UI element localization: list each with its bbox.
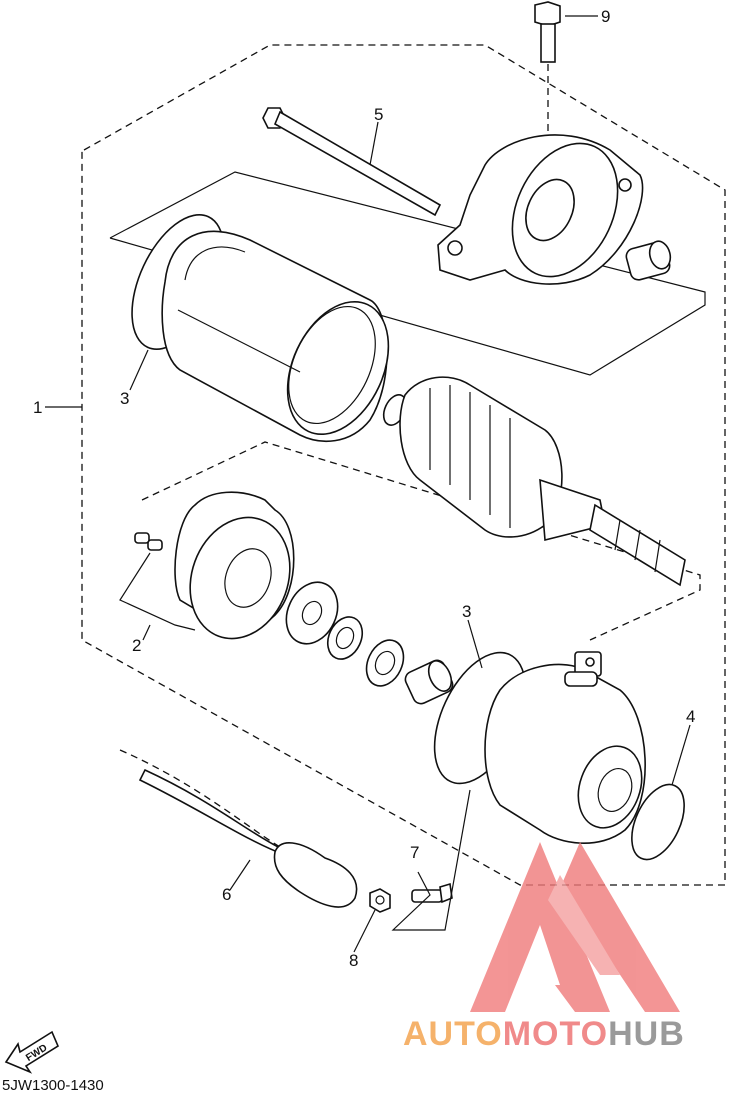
bolt-7 — [411, 882, 453, 904]
callout-2: 2 — [132, 636, 141, 655]
rear-cover-bracket — [437, 134, 644, 285]
callout-3-lower: 3 — [462, 602, 471, 621]
callout-9: 9 — [601, 7, 610, 26]
fwd-arrow-icon: FWD — [4, 1030, 60, 1074]
callout-4: 4 — [686, 707, 695, 726]
washer-large — [285, 581, 339, 645]
watermark-hub: HUB — [608, 1015, 685, 1053]
watermark-auto: AUTO — [403, 1015, 503, 1053]
watermark-moto: MOTO — [503, 1015, 608, 1053]
leader-lines — [45, 15, 691, 953]
watermark-brand: AUTOMOTOHUB — [403, 1015, 685, 1053]
needle-bearing — [404, 659, 454, 705]
callout-5: 5 — [374, 105, 383, 124]
oil-seal — [365, 639, 405, 687]
bolt-7-8-bracket — [391, 789, 471, 931]
motor-yoke — [161, 230, 390, 443]
bushing — [625, 240, 672, 281]
cable-6 — [119, 749, 358, 908]
upper-group-box — [109, 171, 706, 376]
middle-group-box — [141, 441, 701, 641]
washer-small — [326, 616, 364, 660]
assembly-boundary — [81, 44, 726, 886]
callout-8: 8 — [349, 951, 358, 970]
callout-6: 6 — [222, 885, 231, 904]
nut-8 — [369, 888, 391, 913]
part-code: 5JW1300-1430 — [2, 1077, 104, 1094]
callout-7: 7 — [410, 843, 419, 862]
o-ring-4 — [631, 783, 685, 861]
watermark-logo-icon — [470, 842, 680, 1012]
callout-3-upper: 3 — [120, 389, 129, 408]
front-cover — [484, 651, 646, 844]
brush-holder — [174, 491, 295, 640]
callout-1: 1 — [33, 398, 42, 417]
screws-2 — [119, 532, 196, 631]
through-bolt-5 — [262, 107, 442, 217]
armature — [382, 376, 686, 587]
